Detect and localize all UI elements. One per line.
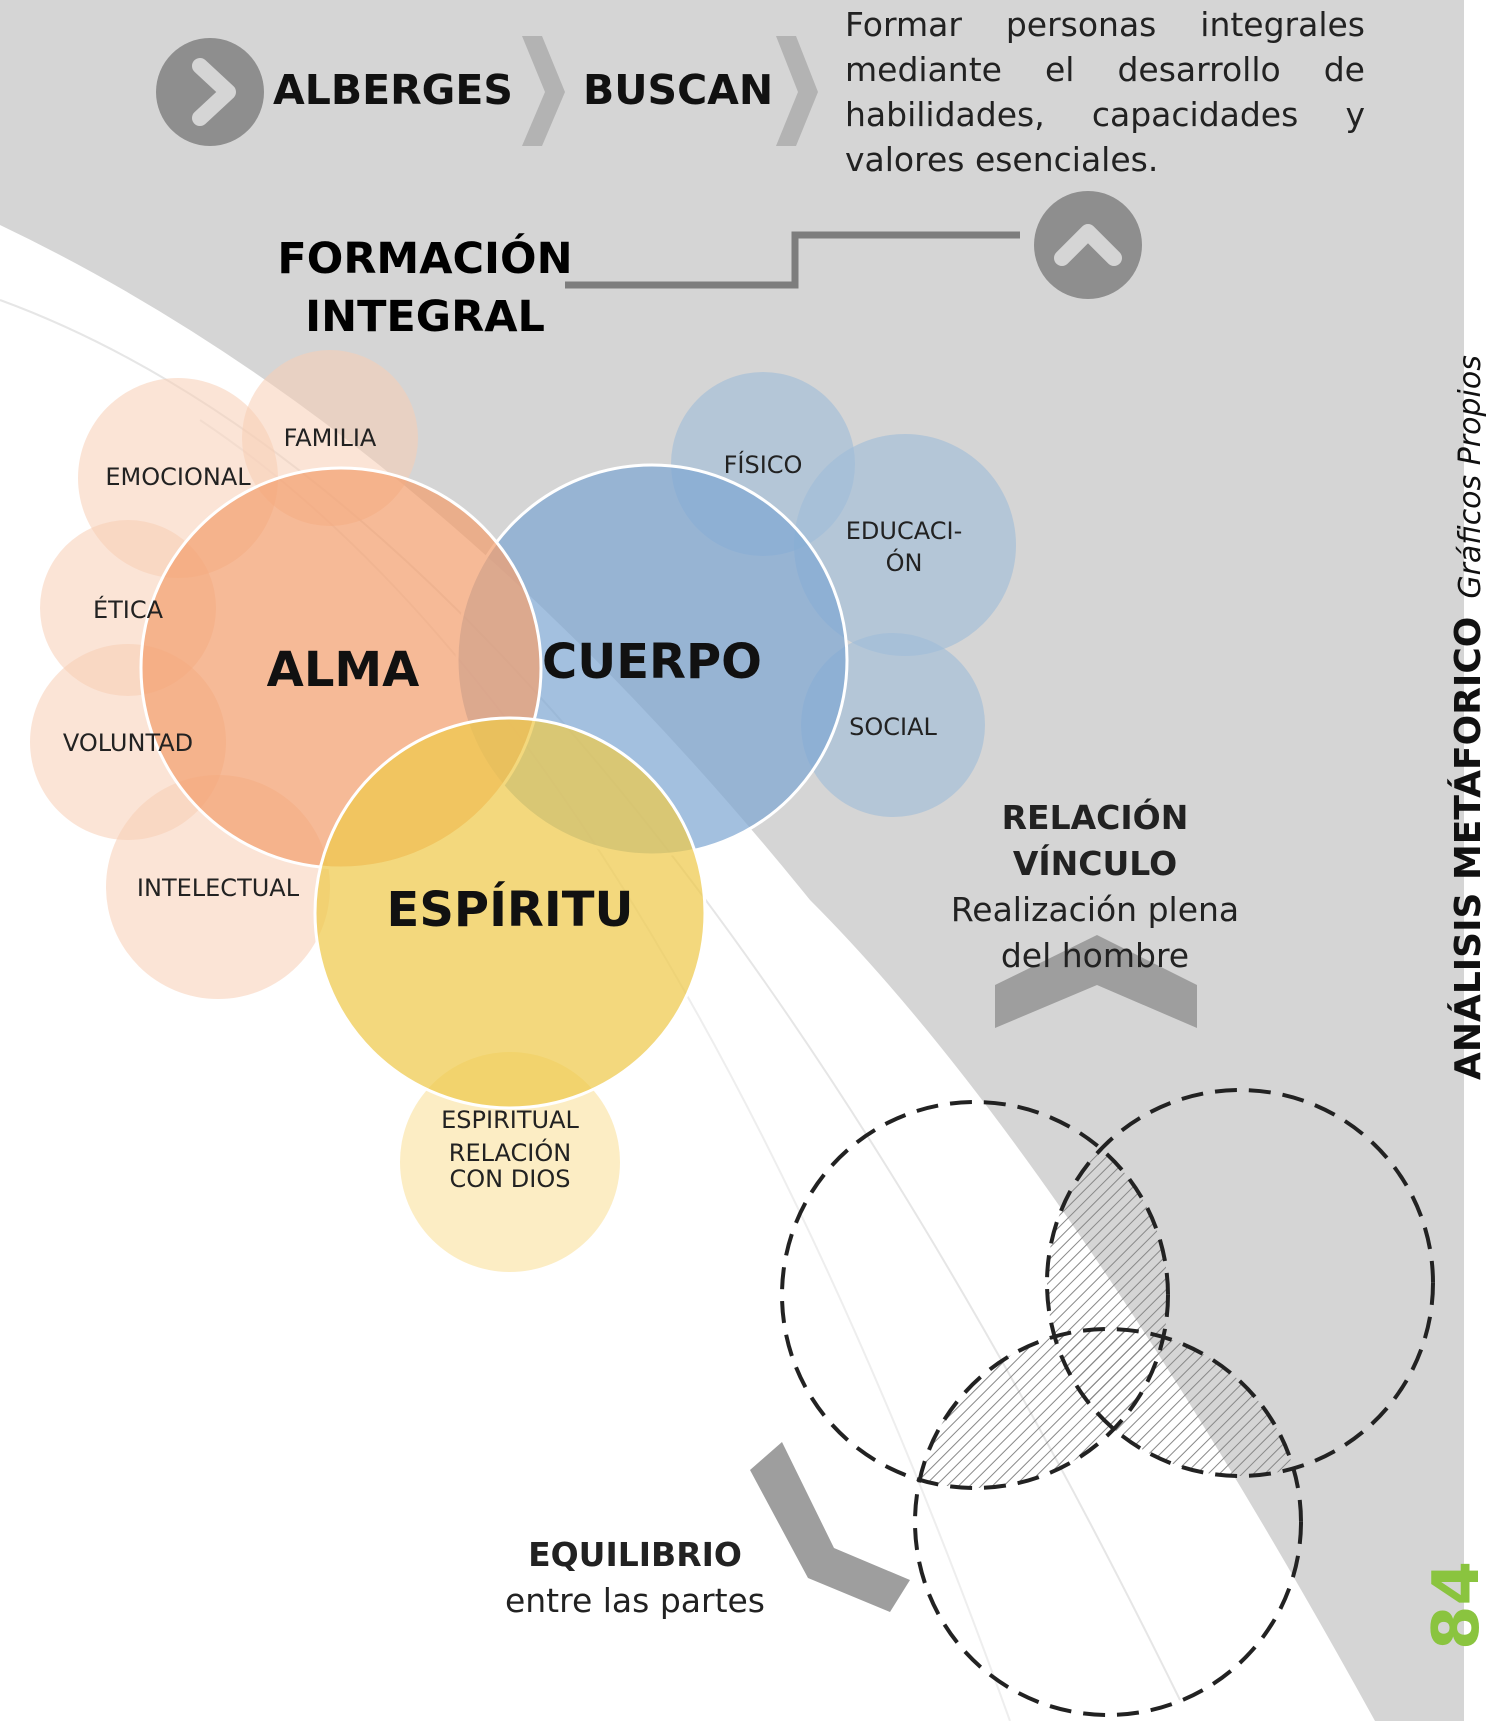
educacion-circle <box>794 434 1016 656</box>
label-alma: ALMA <box>266 642 420 698</box>
relation-line-3: Realización plena <box>950 890 1240 929</box>
chevron-separator-2 <box>776 36 818 146</box>
relation-line-2: VÍNCULO <box>1012 844 1178 883</box>
venn-circle-left <box>780 1100 1170 1490</box>
label-social: SOCIAL <box>849 713 937 741</box>
label-emocional: EMOCIONAL <box>105 463 251 491</box>
espiritual-circle <box>400 1052 620 1272</box>
balance-venn <box>780 1088 1435 1717</box>
equilibrium-line-2: entre las partes <box>504 1581 766 1620</box>
label-espiritual-line-1: ESPIRITUAL <box>441 1106 579 1134</box>
label-educacion-line-1: EDUCACI- <box>845 517 963 545</box>
venn-circle-bottom <box>913 1327 1303 1717</box>
venn-circle-right <box>1045 1088 1435 1478</box>
relation-caption: RELACIÓN VÍNCULO Realización plena del h… <box>915 795 1275 979</box>
chevron-right-icon <box>156 38 264 146</box>
chevron-up-icon <box>1034 191 1142 299</box>
sidebar-subtitle: Gráficos Propios <box>1453 355 1488 599</box>
diagram-canvas <box>0 0 1464 1721</box>
label-educacion: EDUCACI- ÓN <box>846 515 962 579</box>
chevron-separator-1 <box>522 36 565 146</box>
label-cuerpo: CUERPO <box>542 634 762 690</box>
label-espiritu: ESPÍRITU <box>386 882 634 938</box>
label-familia: FAMILIA <box>283 424 377 452</box>
page-number: 84 <box>1420 1560 1494 1650</box>
title-line-2: INTEGRAL <box>305 292 545 342</box>
label-intelectual: INTELECTUAL <box>136 874 300 902</box>
label-voluntad: VOLUNTAD <box>62 729 194 757</box>
title-line-1: FORMACIÓN <box>277 234 573 284</box>
equilibrium-caption: EQUILIBRIO entre las partes <box>480 1532 790 1624</box>
label-espiritual-line-3: CON DIOS <box>449 1165 571 1193</box>
espiritu-circle <box>313 716 707 1110</box>
sidebar-title: ANÁLISIS METÁFORICO <box>1448 616 1489 1080</box>
relation-line-1: RELACIÓN <box>1001 798 1189 837</box>
step-buscan: BUSCAN <box>583 66 774 114</box>
header-description: Formar personas integrales mediante el d… <box>845 5 1365 179</box>
title-connector-line <box>565 231 1020 289</box>
relation-chevron <box>995 935 1197 1028</box>
equilibrium-line-1: EQUILIBRIO <box>528 1535 742 1574</box>
label-espiritual: ESPIRITUAL RELACIÓN CON DIOS <box>441 1104 579 1192</box>
label-educacion-line-2: ÓN <box>885 549 923 577</box>
sidebar-caption: ANÁLISIS METÁFORICO Gráficos Propios <box>1448 355 1489 1080</box>
relation-line-4: del hombre <box>1000 936 1190 975</box>
step-alberges: ALBERGES <box>273 66 513 114</box>
label-espiritual-line-2: RELACIÓN <box>448 1139 572 1167</box>
equilibrium-chevron <box>750 1442 910 1612</box>
label-etica: ÉTICA <box>92 596 164 624</box>
label-fisico: FÍSICO <box>723 451 803 479</box>
page-title: FORMACIÓN INTEGRAL <box>200 230 650 346</box>
